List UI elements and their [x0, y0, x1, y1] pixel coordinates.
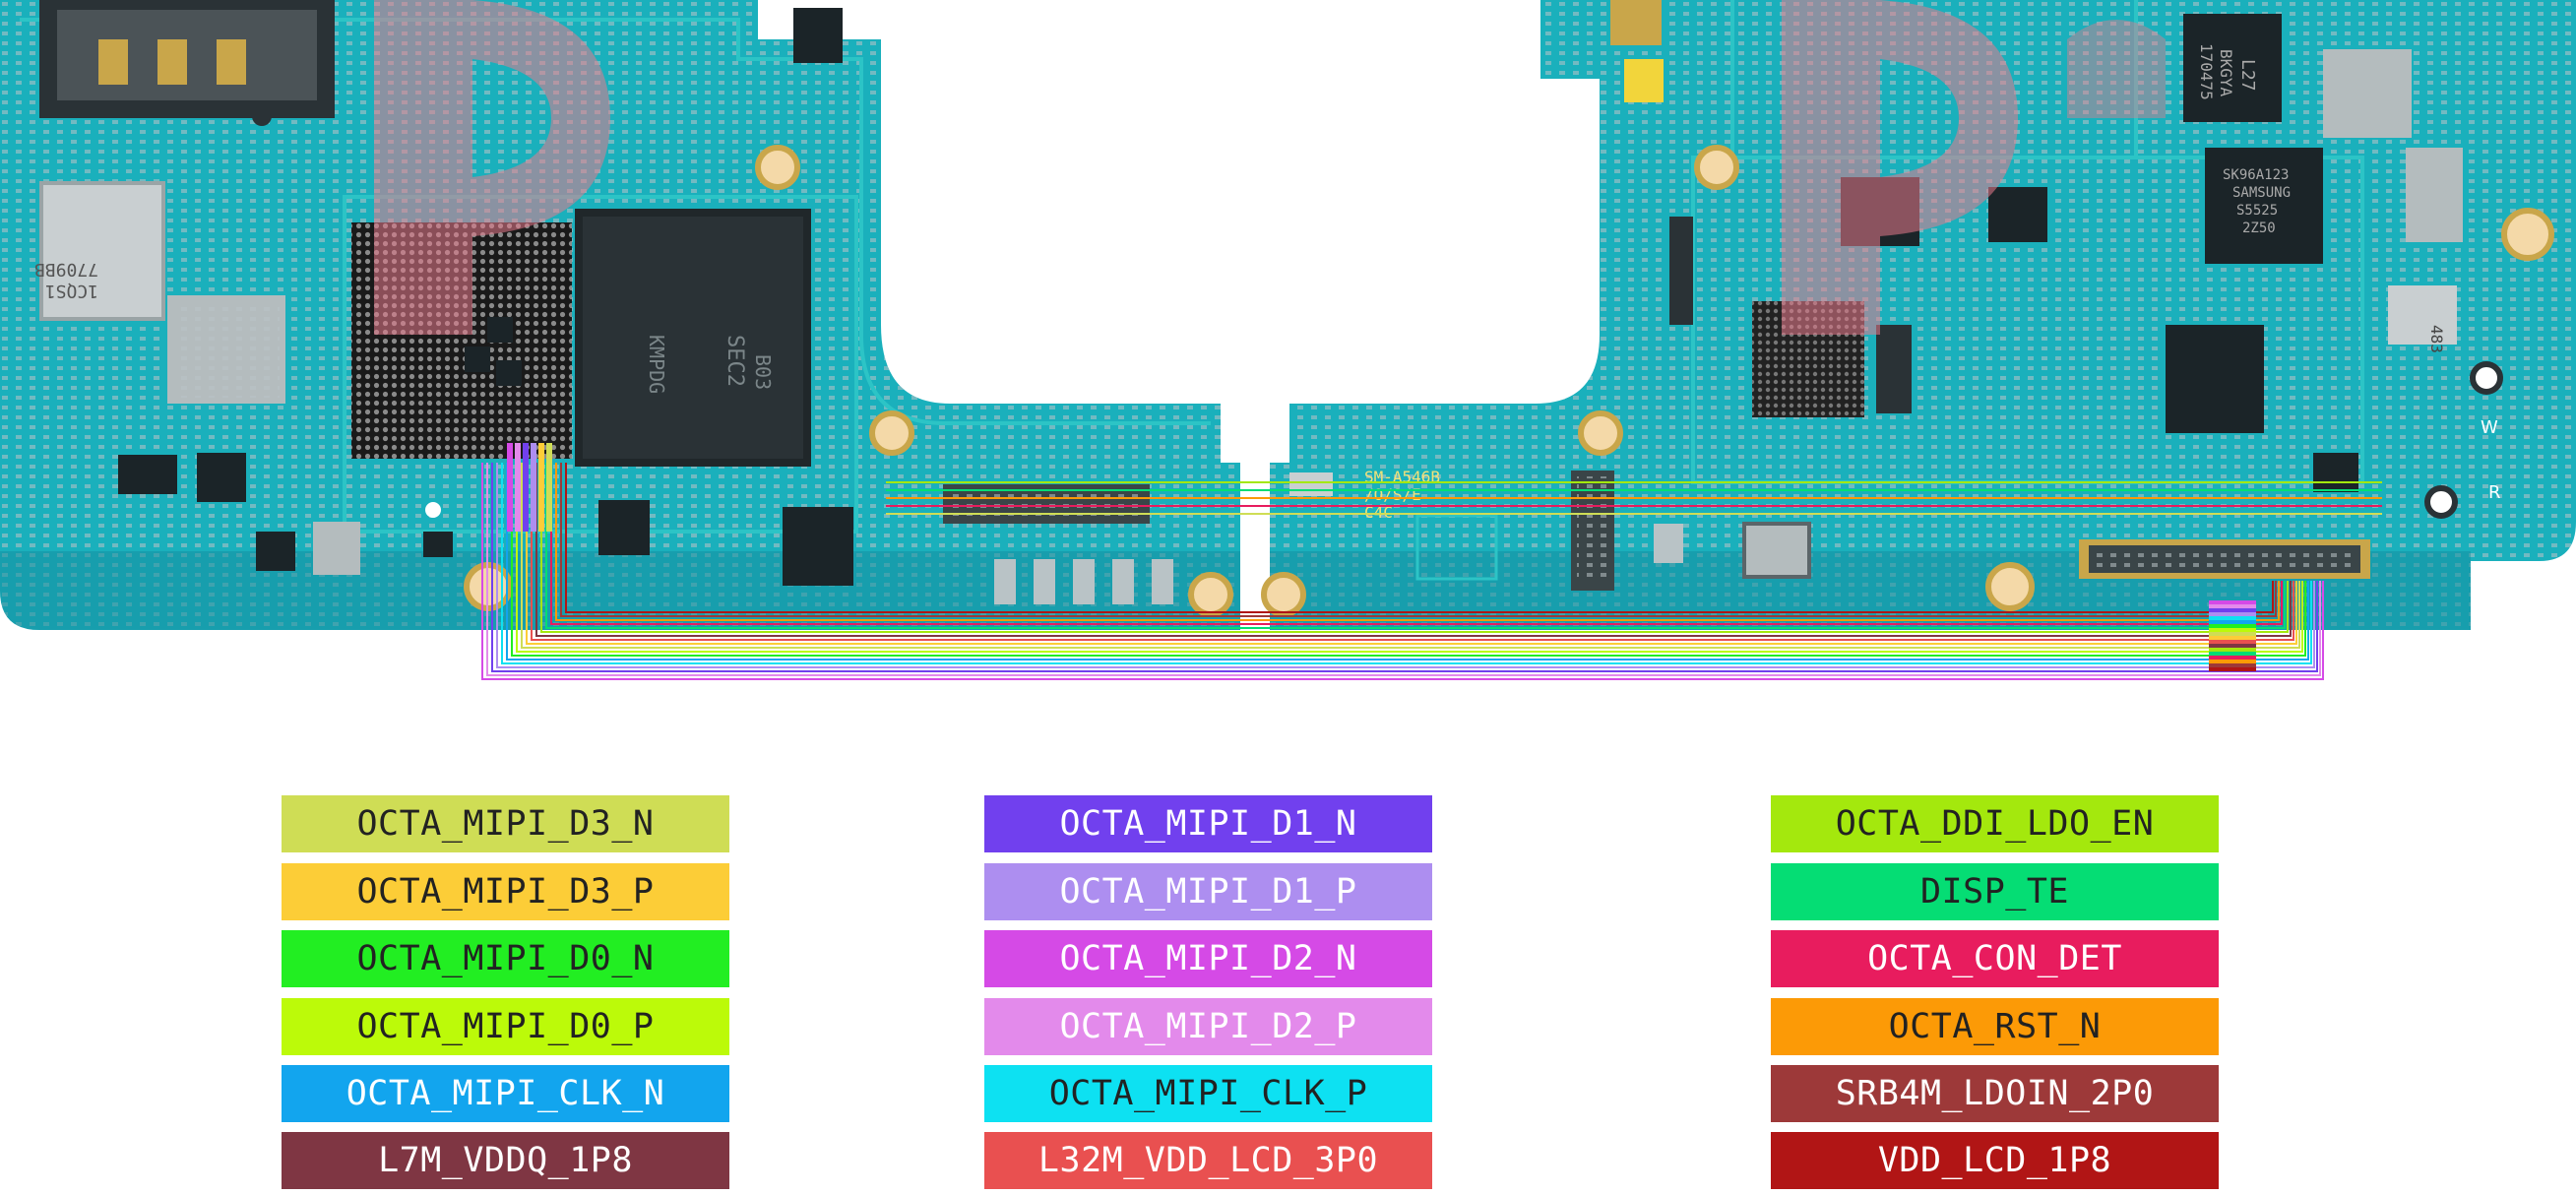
legend-label: L7M_VDDQ_1P8	[378, 1141, 633, 1180]
signal-tag	[2209, 640, 2256, 644]
svg-text:170475: 170475	[2197, 43, 2216, 100]
signal-trace	[555, 463, 2280, 621]
legend-label: OCTA_MIPI_D2_P	[1059, 1007, 1357, 1046]
signal-trace	[540, 463, 2289, 633]
legend-label: OCTA_CON_DET	[1867, 939, 2122, 978]
legend-item-octa-con-det: OCTA_CON_DET	[1771, 930, 2219, 987]
legend-item-l32m-vdd-lcd-3p0: L32M_VDD_LCD_3P0	[984, 1132, 1432, 1189]
legend-item-octa-mipi-d1-n: OCTA_MIPI_D1_N	[984, 795, 1432, 852]
signal-tags	[2209, 600, 2256, 671]
signal-tag	[2209, 667, 2256, 671]
legend-label: SRB4M_LDOIN_2P0	[1835, 1074, 2155, 1113]
legend-item-octa-mipi-d1-p: OCTA_MIPI_D1_P	[984, 863, 1432, 920]
legend-item-octa-mipi-clk-p: OCTA_MIPI_CLK_P	[984, 1065, 1432, 1122]
svg-text:B03: B03	[751, 354, 775, 390]
silkscreen-model: SM-A546B	[1364, 468, 1440, 486]
chip-marking-wifi-2: 1CQS1	[45, 281, 98, 301]
silkscreen-revision: C4C	[1364, 503, 1393, 522]
signal-trace	[496, 463, 2315, 668]
signal-tag	[2209, 620, 2256, 624]
signal-trace	[526, 463, 2297, 645]
signal-trace	[511, 463, 2306, 657]
pcb-right-half: L27 BKGYA 170475 SK96A123 SAMSUNG S5525 …	[1261, 0, 2576, 630]
legend-item-octa-rst-n: OCTA_RST_N	[1771, 998, 2219, 1055]
signal-traces	[481, 443, 2382, 680]
legend-item-octa-mipi-d0-p: OCTA_MIPI_D0_P	[282, 998, 729, 1055]
svg-text:KMPDG: KMPDG	[645, 335, 668, 394]
legend-label: L32M_VDD_LCD_3P0	[1037, 1141, 1379, 1180]
antenna-label-r: R	[2488, 482, 2501, 503]
legend-label: OCTA_MIPI_D0_P	[356, 1007, 655, 1046]
legend-label: OCTA_MIPI_CLK_N	[346, 1074, 665, 1113]
svg-text:S5525: S5525	[2236, 203, 2278, 219]
legend-label: OCTA_DDI_LDO_EN	[1835, 804, 2155, 844]
pcb-board-diagram: 7709BB 1CQS1 KMPDG SEC2 B03	[0, 0, 2576, 680]
signal-trace	[486, 463, 2321, 676]
signal-tag	[2209, 608, 2256, 612]
signal-trace	[550, 463, 2283, 625]
signal-tag	[2209, 600, 2256, 604]
legend-label: VDD_LCD_1P8	[1877, 1141, 2112, 1180]
watermark-logo	[374, 0, 2166, 335]
svg-text:SK96A123: SK96A123	[2223, 167, 2289, 183]
legend-label: OCTA_MIPI_D1_N	[1059, 804, 1357, 844]
legend-item-octa-mipi-d0-n: OCTA_MIPI_D0_N	[282, 930, 729, 987]
signal-tag	[2209, 660, 2256, 663]
signal-tag	[2209, 652, 2256, 656]
legend-item-octa-mipi-d2-n: OCTA_MIPI_D2_N	[984, 930, 1432, 987]
svg-text:2Z50: 2Z50	[2242, 220, 2276, 236]
signal-tag	[2209, 616, 2256, 620]
signal-tag	[2209, 663, 2256, 667]
legend-label: OCTA_MIPI_CLK_P	[1048, 1074, 1368, 1113]
signal-tag	[2209, 656, 2256, 660]
signal-trace	[506, 463, 2309, 660]
legend-label: OCTA_MIPI_D1_P	[1059, 872, 1357, 912]
legend-label: DISP_TE	[1919, 872, 2069, 912]
signal-trace	[501, 463, 2312, 664]
chip-marking-wifi-1: 7709BB	[34, 259, 98, 280]
signal-trace	[531, 463, 2294, 641]
svg-text:BKGYA: BKGYA	[2217, 49, 2235, 97]
legend-label: OCTA_MIPI_D3_P	[356, 872, 655, 912]
signal-trace	[535, 463, 2292, 637]
legend-item-l7m-vddq-1p8: L7M_VDDQ_1P8	[282, 1132, 729, 1189]
legend-item-octa-ddi-ldo-en: OCTA_DDI_LDO_EN	[1771, 795, 2219, 852]
legend-label: OCTA_RST_N	[1888, 1007, 2102, 1046]
legend-label: OCTA_MIPI_D2_N	[1059, 939, 1357, 978]
signal-trace	[521, 463, 2300, 649]
svg-text:483: 483	[2427, 325, 2446, 353]
signal-trace	[481, 463, 2324, 680]
signal-trace	[565, 463, 2274, 613]
signal-trace	[491, 463, 2318, 672]
legend-item-octa-mipi-clk-n: OCTA_MIPI_CLK_N	[282, 1065, 729, 1122]
legend-item-octa-mipi-d3-p: OCTA_MIPI_D3_P	[282, 863, 729, 920]
svg-text:SAMSUNG: SAMSUNG	[2232, 185, 2291, 201]
signal-tag	[2209, 644, 2256, 648]
signal-trace	[516, 463, 2303, 653]
signal-trace	[545, 463, 2286, 629]
legend-item-vdd-lcd-1p8: VDD_LCD_1P8	[1771, 1132, 2219, 1189]
antenna-label-w: W	[2481, 417, 2498, 438]
signal-tag	[2209, 604, 2256, 608]
svg-text:SEC2: SEC2	[723, 335, 747, 387]
signal-tag	[2209, 648, 2256, 652]
legend-item-disp-te: DISP_TE	[1771, 863, 2219, 920]
legend-item-octa-mipi-d2-p: OCTA_MIPI_D2_P	[984, 998, 1432, 1055]
silkscreen-variant: /O/S/E	[1364, 485, 1421, 504]
signal-tag	[2209, 632, 2256, 636]
legend-item-srb4m-ldoin-2p0: SRB4M_LDOIN_2P0	[1771, 1065, 2219, 1122]
legend-label: OCTA_MIPI_D3_N	[356, 804, 655, 844]
signal-tag	[2209, 636, 2256, 640]
signal-tag	[2209, 624, 2256, 628]
svg-text:L27: L27	[2237, 59, 2258, 92]
signal-trace	[560, 463, 2277, 617]
signal-tag	[2209, 612, 2256, 616]
pcb-left-half: 7709BB 1CQS1 KMPDG SEC2 B03	[0, 0, 1240, 630]
signal-tag	[2209, 628, 2256, 632]
legend-label: OCTA_MIPI_D0_N	[356, 939, 655, 978]
legend-item-octa-mipi-d3-n: OCTA_MIPI_D3_N	[282, 795, 729, 852]
